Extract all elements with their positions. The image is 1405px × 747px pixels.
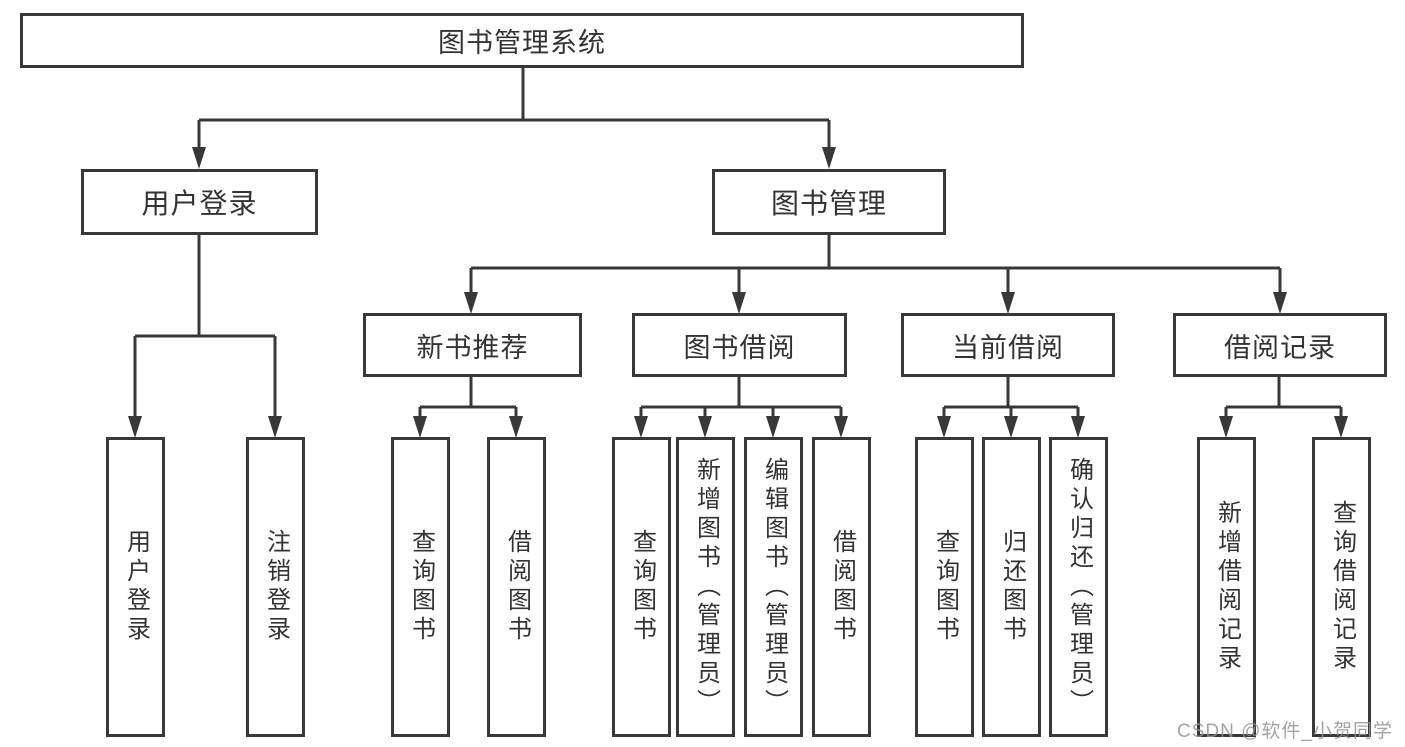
leaf-borrow-books-recommend: 借阅图书: [487, 437, 546, 737]
csdn-watermark: CSDN @软件_小贺同学: [1177, 721, 1393, 742]
node-book-borrow: 图书借阅: [632, 313, 847, 377]
leaf-query-books-recommend: 查询图书: [391, 437, 450, 737]
edge-new-book-recommend-children: [418, 377, 518, 421]
leaf-query-books-current: 查询图书: [915, 437, 974, 737]
edge-book-borrow-children: [639, 377, 843, 421]
node-library-management-system: 图书管理系统: [20, 13, 1024, 68]
leaf-confirm-return-admin: 确认归还（管理员）: [1049, 437, 1108, 737]
leaf-user-login: 用户登录: [106, 437, 165, 737]
node-current-borrow: 当前借阅: [901, 313, 1115, 377]
edge-current-borrow-children: [942, 377, 1080, 421]
node-user-login: 用户登录: [81, 169, 318, 235]
leaf-return-book: 归还图书: [982, 437, 1041, 737]
node-book-management: 图书管理: [712, 169, 946, 235]
leaf-logout: 注销登录: [246, 437, 305, 737]
edge-user-login-children: [133, 235, 277, 421]
edge-borrow-records-children: [1224, 377, 1343, 421]
leaf-borrow-books: 借阅图书: [812, 437, 871, 737]
leaf-edit-book-admin: 编辑图书（管理员）: [744, 437, 803, 737]
edge-book-management-children: [469, 235, 1282, 297]
edge-root-to-level2: [197, 68, 831, 152]
leaf-add-borrow-record: 新增借阅记录: [1197, 437, 1256, 737]
leaf-add-book-admin: 新增图书（管理员）: [676, 437, 735, 737]
leaf-query-borrow-record: 查询借阅记录: [1312, 437, 1371, 737]
leaf-query-books-borrow: 查询图书: [612, 437, 671, 737]
node-new-book-recommend: 新书推荐: [363, 313, 582, 377]
node-borrow-records: 借阅记录: [1173, 313, 1387, 377]
